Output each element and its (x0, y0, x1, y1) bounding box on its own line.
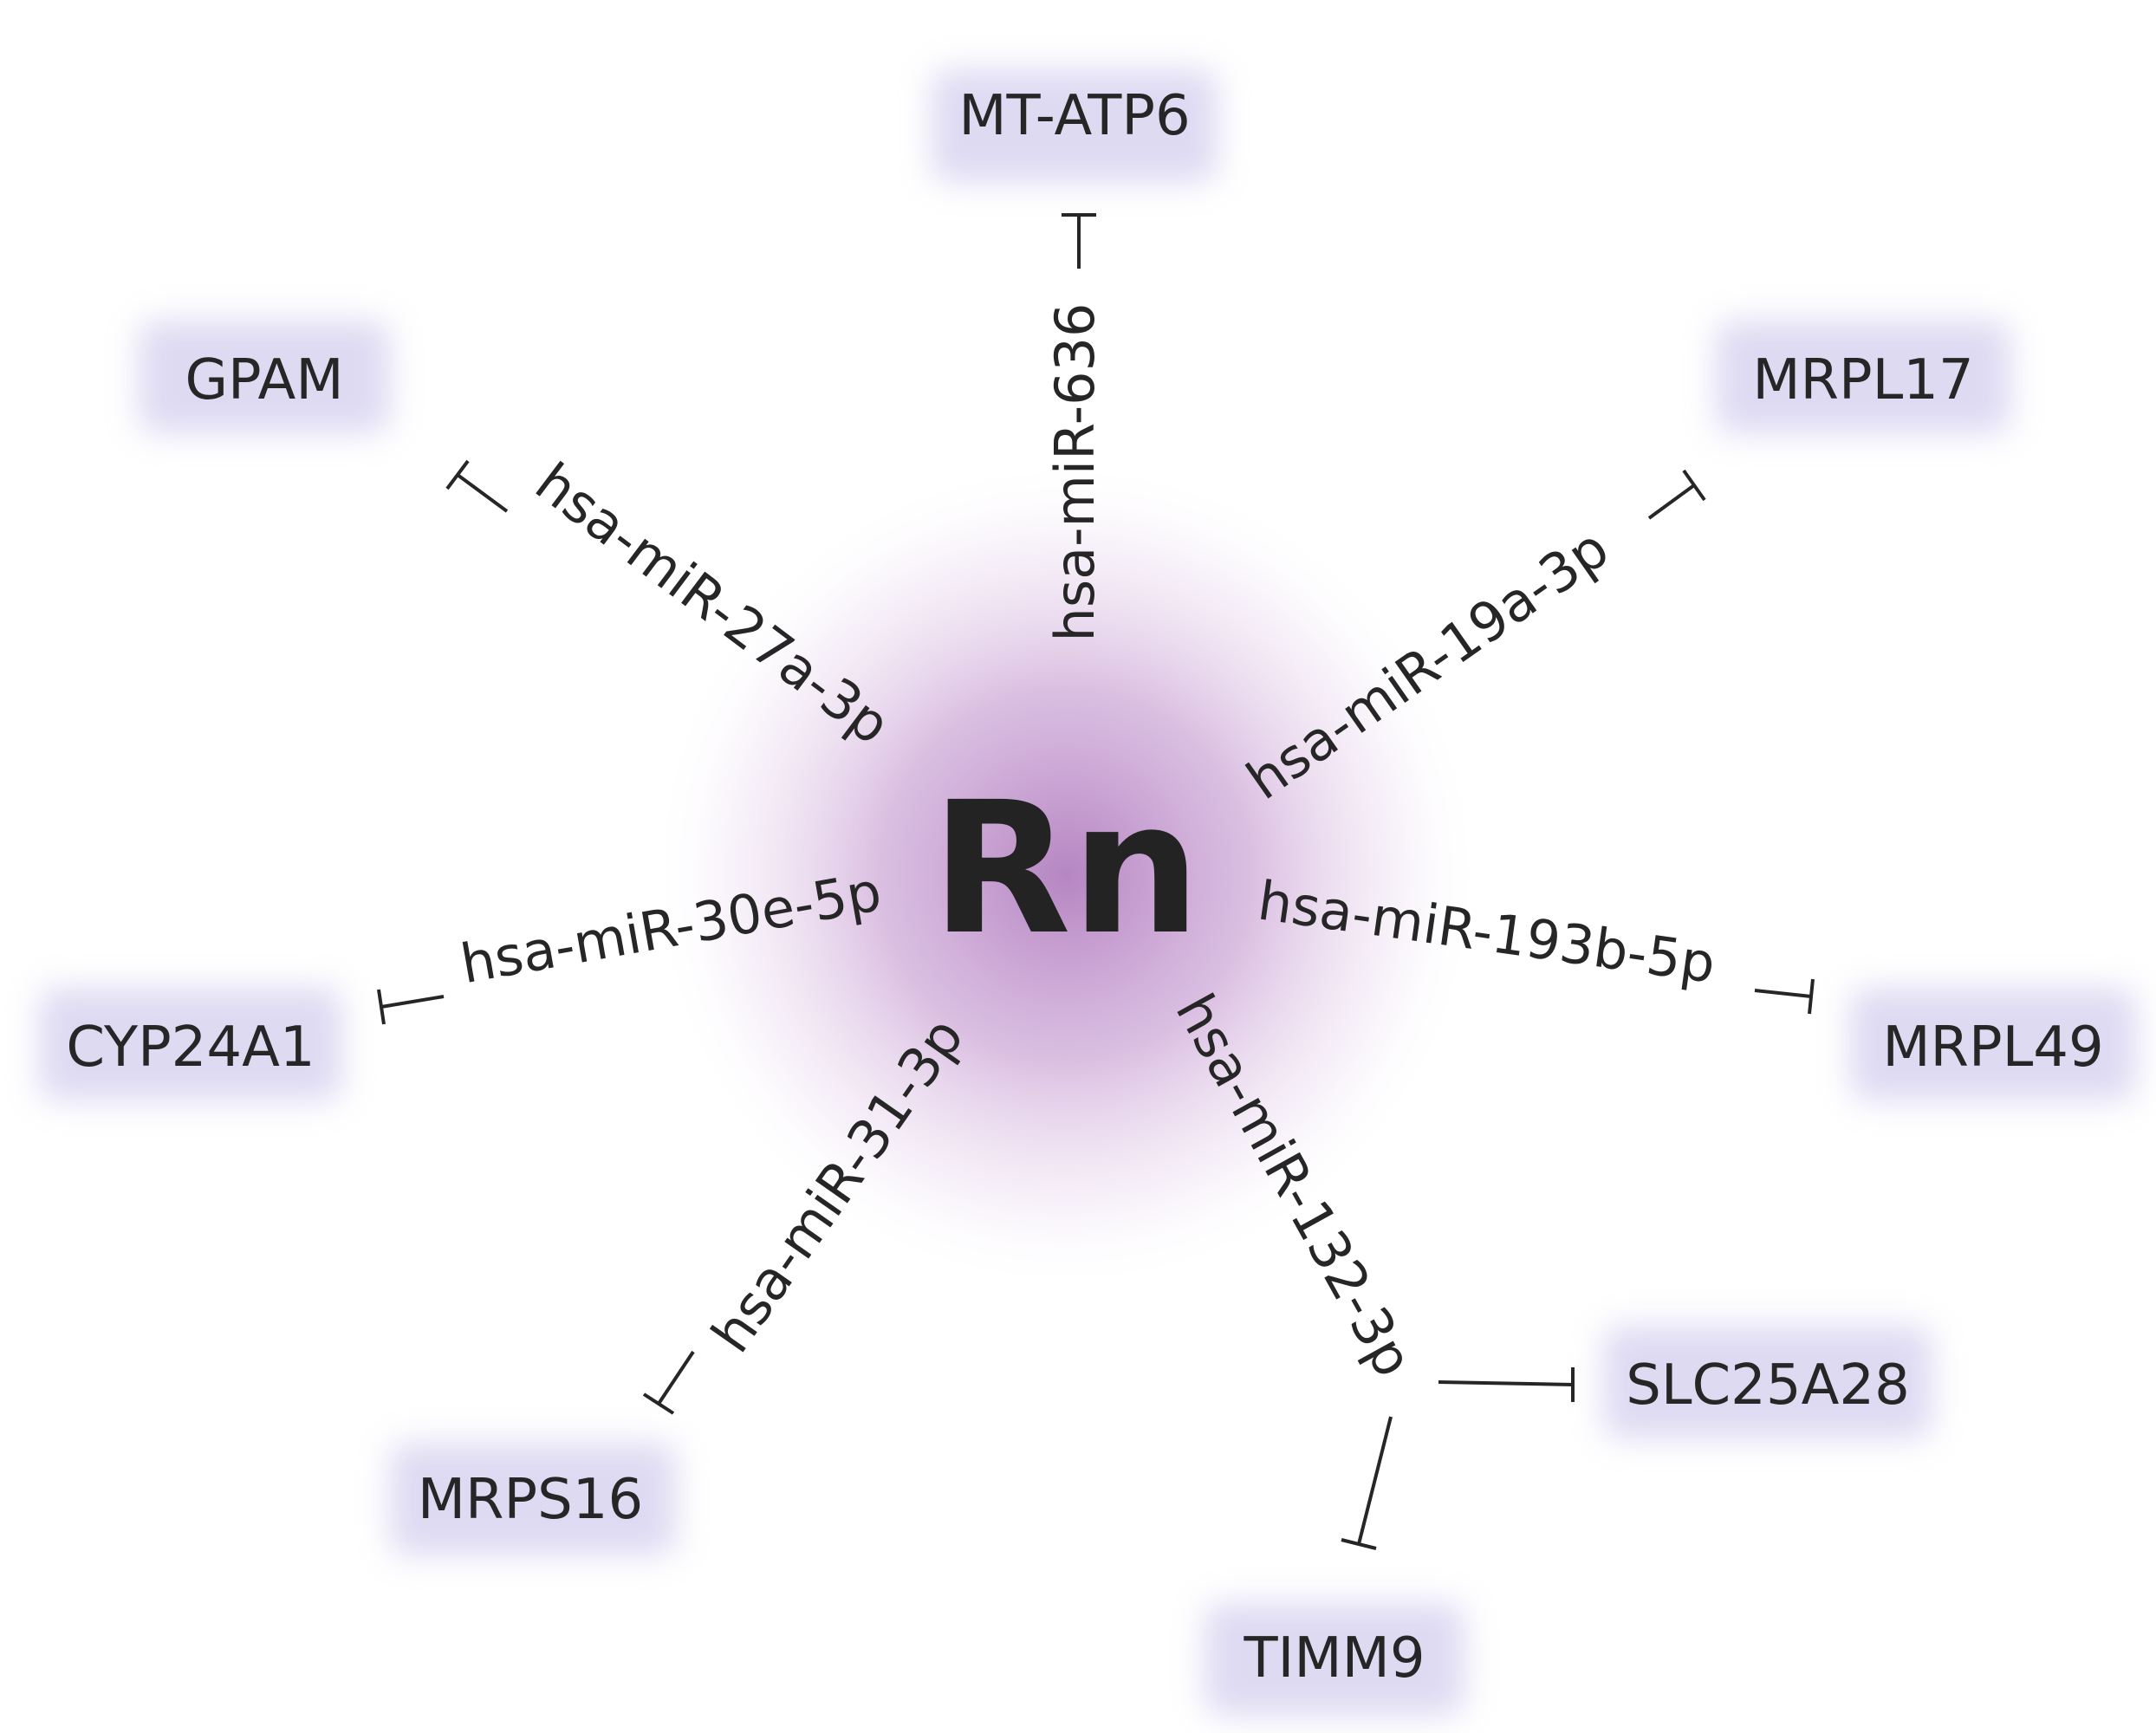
gene-label-cyp24a1: CYP24A1 (66, 1016, 315, 1080)
gene-glow-mrps16 (390, 1443, 676, 1555)
inhibition-edges (377, 213, 1815, 1550)
center-label: Rn (931, 763, 1200, 975)
mirna-label-mir-636: hsa-miR-636 (1043, 303, 1107, 642)
gene-glow-gpam (139, 321, 390, 433)
edge-mir-193b-5p-mrpl49 (1754, 978, 1815, 1015)
gene-label-slc25a28: SLC25A28 (1626, 1353, 1910, 1418)
edge-mir-636-mt-atp6 (1062, 213, 1096, 269)
gene-glow-mrpl49 (1850, 988, 2136, 1100)
gene-label-mt-atp6: MT-ATP6 (958, 84, 1190, 148)
gene-glow-mrpl17 (1716, 321, 2010, 433)
gene-glow-timm9 (1205, 1603, 1464, 1716)
edge-mir-27a-3p-gpam (445, 459, 509, 513)
gene-glow-cyp24a1 (39, 988, 342, 1100)
edge-mir-19a-3p-mrpl17 (1647, 469, 1706, 520)
center-glow (650, 459, 1482, 1291)
gene-label-mrps16: MRPS16 (418, 1468, 643, 1532)
edge-mir-132-3p-timm9 (1341, 1416, 1393, 1550)
gene-label-mrpl17: MRPL17 (1752, 348, 1973, 412)
gene-glows (39, 69, 2136, 1716)
gene-labels: MT-ATP6 GPAM MRPL17 CYP24A1 MRPL49 MRPS1… (66, 84, 2103, 1691)
gene-glow-mt-atp6 (932, 69, 1218, 182)
edge-mir-132-3p-slc25a28 (1438, 1367, 1575, 1402)
gene-glow-slc25a28 (1603, 1326, 1932, 1438)
edge-mir-30e-5p-cyp24a1 (377, 989, 445, 1025)
gene-label-timm9: TIMM9 (1243, 1626, 1425, 1691)
gene-label-mrpl49: MRPL49 (1882, 1016, 2103, 1080)
edge-mir-31-3p-mrps16 (642, 1350, 695, 1415)
gene-label-gpam: GPAM (185, 348, 343, 412)
